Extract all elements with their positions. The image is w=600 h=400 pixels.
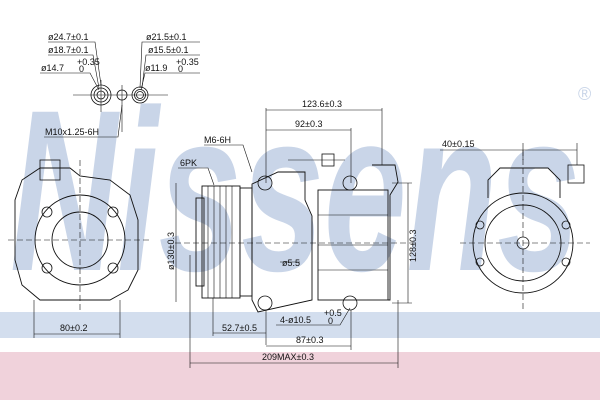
mount-holes-tol-dn: 0 [328,316,333,326]
mount-holes-tol-up: +0.5 [324,308,342,318]
fitting-left-dia-outer: ø24.7±0.1 [48,32,88,42]
hole-5-5-label: ø5.5 [282,258,300,268]
width-80-label: 80±0.2 [60,323,87,333]
left-view: 80±0.2 [8,159,150,338]
nissens-watermark: Nissens [10,62,580,319]
total-length-209-label: 209MAX±0.3 [262,352,314,362]
diameter-130-label: ø130±0.3 [166,232,176,270]
belt-6pk-label: 6PK [180,158,197,168]
fitting-left-dia-mid: ø18.7±0.1 [48,45,88,55]
mount-holes-label: 4-ø10.5 [280,315,311,325]
offset-40-label: 40±0.15 [442,139,474,149]
height-128-label: 128±0.3 [408,230,418,262]
side-view: 123.6±0.3 92±0.3 M6-6H 6PK ø130±0.3 128±… [166,99,418,368]
spacing-87-label: 87±0.3 [296,335,323,345]
fitting-right-tol-up: +0.35 [176,57,199,67]
offset-52-7-label: 52.7±0.5 [222,323,257,333]
fitting-left-tol-dn: 0 [79,64,84,74]
registered-mark: ® [578,84,591,104]
length-123-label: 123.6±0.3 [302,99,342,109]
right-view: 40±0.15 [440,139,590,310]
pink-band [0,352,600,400]
fitting-right-tol-dn: 0 [178,64,183,74]
fitting-right-dia-inner: ø11.9 [145,63,167,73]
fitting-left-tol-up: +0.35 [77,57,100,67]
thread-spec: M10x1.25-6H [45,127,99,137]
thread-m6-label: M6-6H [204,135,231,145]
fitting-right-dia-mid: ø15.5±0.1 [148,45,188,55]
fittings-detail: ø24.7±0.1 ø18.7±0.1 ø14.7 +0.35 0 ø21.5±… [40,32,200,138]
fitting-left-dia-inner: ø14.7 [41,63,64,73]
fitting-right-dia-outer: ø21.5±0.1 [146,32,186,42]
length-92-label: 92±0.3 [295,119,322,129]
